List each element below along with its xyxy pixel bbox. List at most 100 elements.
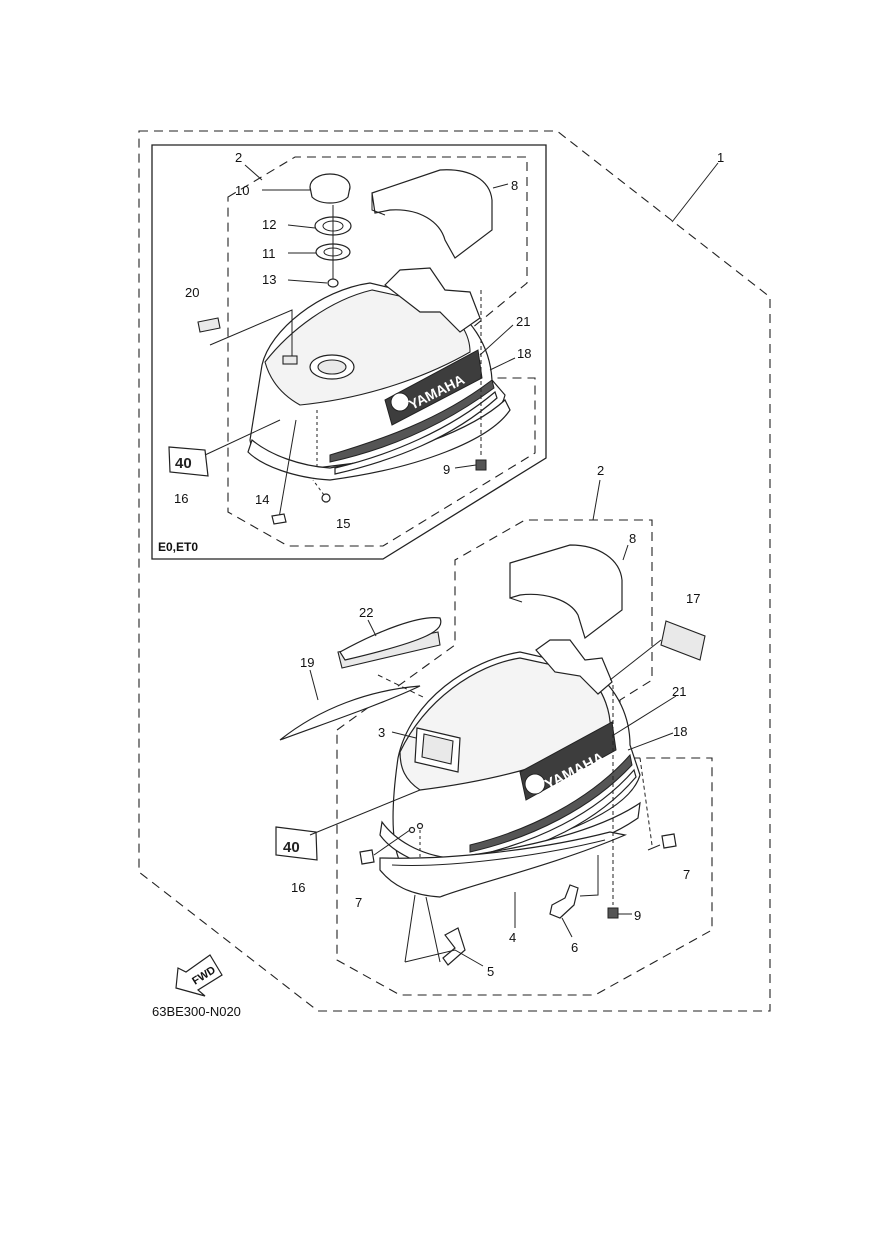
callout-16: 16 [291,880,305,895]
main-dash-7b [639,757,653,846]
main-hole-a [408,826,416,834]
inset-grommet-15 [321,493,331,503]
main-leader-3 [391,731,417,739]
main-assembly: YAMAHA 40 [275,479,713,996]
main-hole-b [416,822,424,830]
inset-label-20-slot [282,355,298,365]
main-leader-22 [367,619,377,637]
inset-assembly: YAMAHA 40 [168,156,536,547]
inset-leader-18 [489,357,516,371]
callout-11: 11 [262,246,276,261]
callout-1: 1 [717,150,724,165]
main-label-17 [660,620,706,661]
callout-17: 17 [686,591,700,606]
callout-20: 20 [185,285,199,300]
inset-cowling-lower-band [247,399,511,481]
main-decal-22-top [339,617,442,661]
main-stripe-1 [469,753,633,853]
callout-18: 18 [517,346,531,361]
callout-21: 21 [516,314,530,329]
callout-19: 19 [300,655,314,670]
leader-1 [671,162,719,223]
inset-stripe-1 [329,379,495,463]
callout-8: 8 [629,531,636,546]
main-top-cover-edge [509,563,523,603]
inset-leader-12 [287,224,316,229]
callout-7: 7 [683,867,690,882]
inset-leader-16 [204,419,281,456]
inset-leader-14 [278,419,297,519]
inset-leader-8 [492,183,509,189]
main-leader-21 [611,695,677,737]
inset-leader-13 [287,279,328,284]
inset-label-20 [197,317,221,333]
inset-badge-text: 40 [175,455,192,472]
inset-dash-15 [312,410,325,496]
main-leader-6b [579,855,599,897]
main-bottom-frame-4-inner [391,839,606,866]
main-leader-8 [622,544,629,561]
inset-top-cover-edge [371,193,386,216]
main-leader-7b [647,844,661,851]
main-badge-text: 40 [283,839,300,856]
inset-screw-14 [271,513,287,525]
callout-21: 21 [672,684,686,699]
callout-18: 18 [673,724,687,739]
main-leader-5b [404,894,441,963]
main-bolt-9 [607,907,619,919]
main-leader-2 [592,479,601,521]
inset-handle [384,267,481,333]
fwd-arrow-icon: FWD [175,954,223,997]
inset-subassembly-boundary [227,156,536,547]
inset-brand-emblem [390,392,410,412]
main-leader-19 [309,669,319,701]
inset-leader-2 [244,164,263,181]
main-bracket-5 [442,927,466,966]
main-window-3-inner [421,733,454,765]
callout-9: 9 [443,462,450,477]
main-bracket-6 [549,884,579,919]
callout-4: 4 [509,930,516,945]
inset-badge-16 [168,446,209,477]
inset-leader-21 [479,324,514,356]
inset-stripe-2 [334,390,498,475]
callout-6: 6 [571,940,578,955]
inset-cap-hole-inner [317,359,347,375]
inset-bolt-9 [475,459,487,471]
inset-leader-20 [209,309,293,360]
main-decal-19 [279,685,421,741]
main-leader-5 [404,949,484,967]
main-screw-7b [661,833,677,849]
main-leader-18 [627,732,674,751]
callout-7: 7 [355,895,362,910]
inset-cowling-top [264,289,471,406]
main-leader-7a [373,829,411,856]
main-leader-17 [609,639,662,681]
callout-9: 9 [634,908,641,923]
assembly-boundary [138,130,771,1012]
inset-brand-panel [384,349,483,426]
inset-cap-10-side [309,186,351,204]
callout-3: 3 [378,725,385,740]
inset-caption: E0,ET0 [158,540,198,554]
callout-14: 14 [255,492,269,507]
callout-10: 10 [235,183,249,198]
inset-top-cover [371,169,493,259]
main-brand-emblem [524,773,546,795]
callout-12: 12 [262,217,276,232]
main-screw-7a [359,849,375,865]
main-handle [535,639,613,695]
inset-leader-9b [454,464,477,469]
callout-8: 8 [511,178,518,193]
callout-16: 16 [174,491,188,506]
main-leader-6 [561,917,573,938]
callout-5: 5 [487,964,494,979]
inset-tether-eye-13 [327,278,339,288]
callout-2: 2 [597,463,604,478]
main-top-cover [509,544,623,639]
diagram-code: 63BE300-N020 [152,1004,241,1019]
callout-22: 22 [359,605,373,620]
main-bottom-frame-4 [379,831,628,898]
